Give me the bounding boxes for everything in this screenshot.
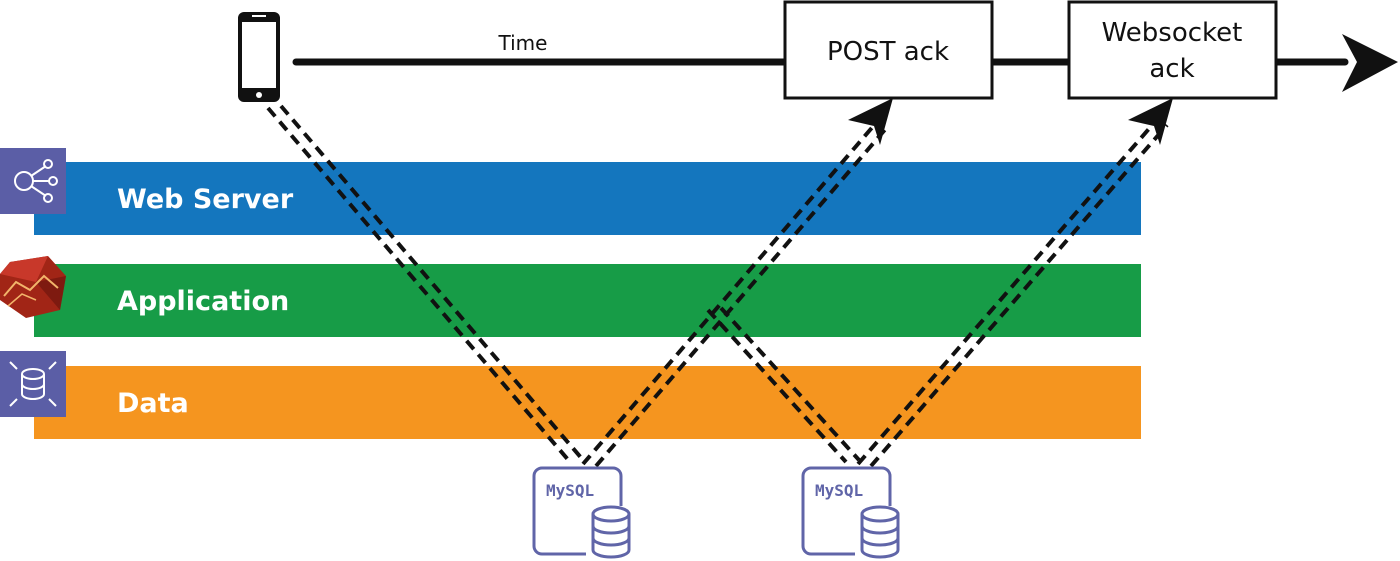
database-icon xyxy=(0,351,66,417)
websocket-ack-box: Websocket ack xyxy=(1067,0,1278,100)
smartphone-icon xyxy=(238,12,280,102)
flow-app-to-db2-b xyxy=(719,306,861,462)
flow-app-to-db2-a xyxy=(706,308,848,464)
websocket-ack-arrowhead xyxy=(1128,98,1173,145)
mysql-database-1: MySQL xyxy=(532,466,631,559)
mysql-label-1: MySQL xyxy=(546,481,594,500)
data-label: Data xyxy=(117,388,189,419)
flow-db2-to-websocket-ack-a xyxy=(856,121,1156,466)
post-ack-label: POST ack xyxy=(827,37,949,67)
websocket-ack-label-line2: ack xyxy=(1149,54,1194,84)
timeline-arrowhead xyxy=(1342,34,1398,92)
layer-application: Application xyxy=(34,264,1141,337)
request-flow-paths xyxy=(266,104,1169,468)
ruby-gem-icon xyxy=(0,256,66,318)
flow-phone-to-db1-b xyxy=(279,104,585,462)
post-ack-arrowhead xyxy=(848,98,893,145)
network-nodes-icon xyxy=(0,148,66,214)
database-cylinder-icon-1 xyxy=(591,505,631,559)
web-server-band xyxy=(34,162,1141,235)
flow-db2-to-websocket-ack-b xyxy=(869,123,1169,468)
application-band xyxy=(34,264,1141,337)
layer-web-server: Web Server xyxy=(34,162,1141,235)
mysql-label-2: MySQL xyxy=(815,481,863,500)
database-cylinder-icon-2 xyxy=(860,505,900,559)
flow-phone-to-db1-a xyxy=(266,106,572,464)
websocket-ack-label-line1: Websocket xyxy=(1102,18,1243,48)
application-label: Application xyxy=(117,286,289,317)
layer-data: Data xyxy=(34,366,1141,439)
data-band xyxy=(34,366,1141,439)
post-ack-box: POST ack xyxy=(783,0,994,100)
flow-db1-to-post-ack-b xyxy=(594,123,891,468)
time-label: Time xyxy=(498,31,548,55)
flow-db1-to-post-ack-a xyxy=(581,121,878,466)
web-server-label: Web Server xyxy=(117,184,294,215)
mysql-database-2: MySQL xyxy=(801,466,900,559)
